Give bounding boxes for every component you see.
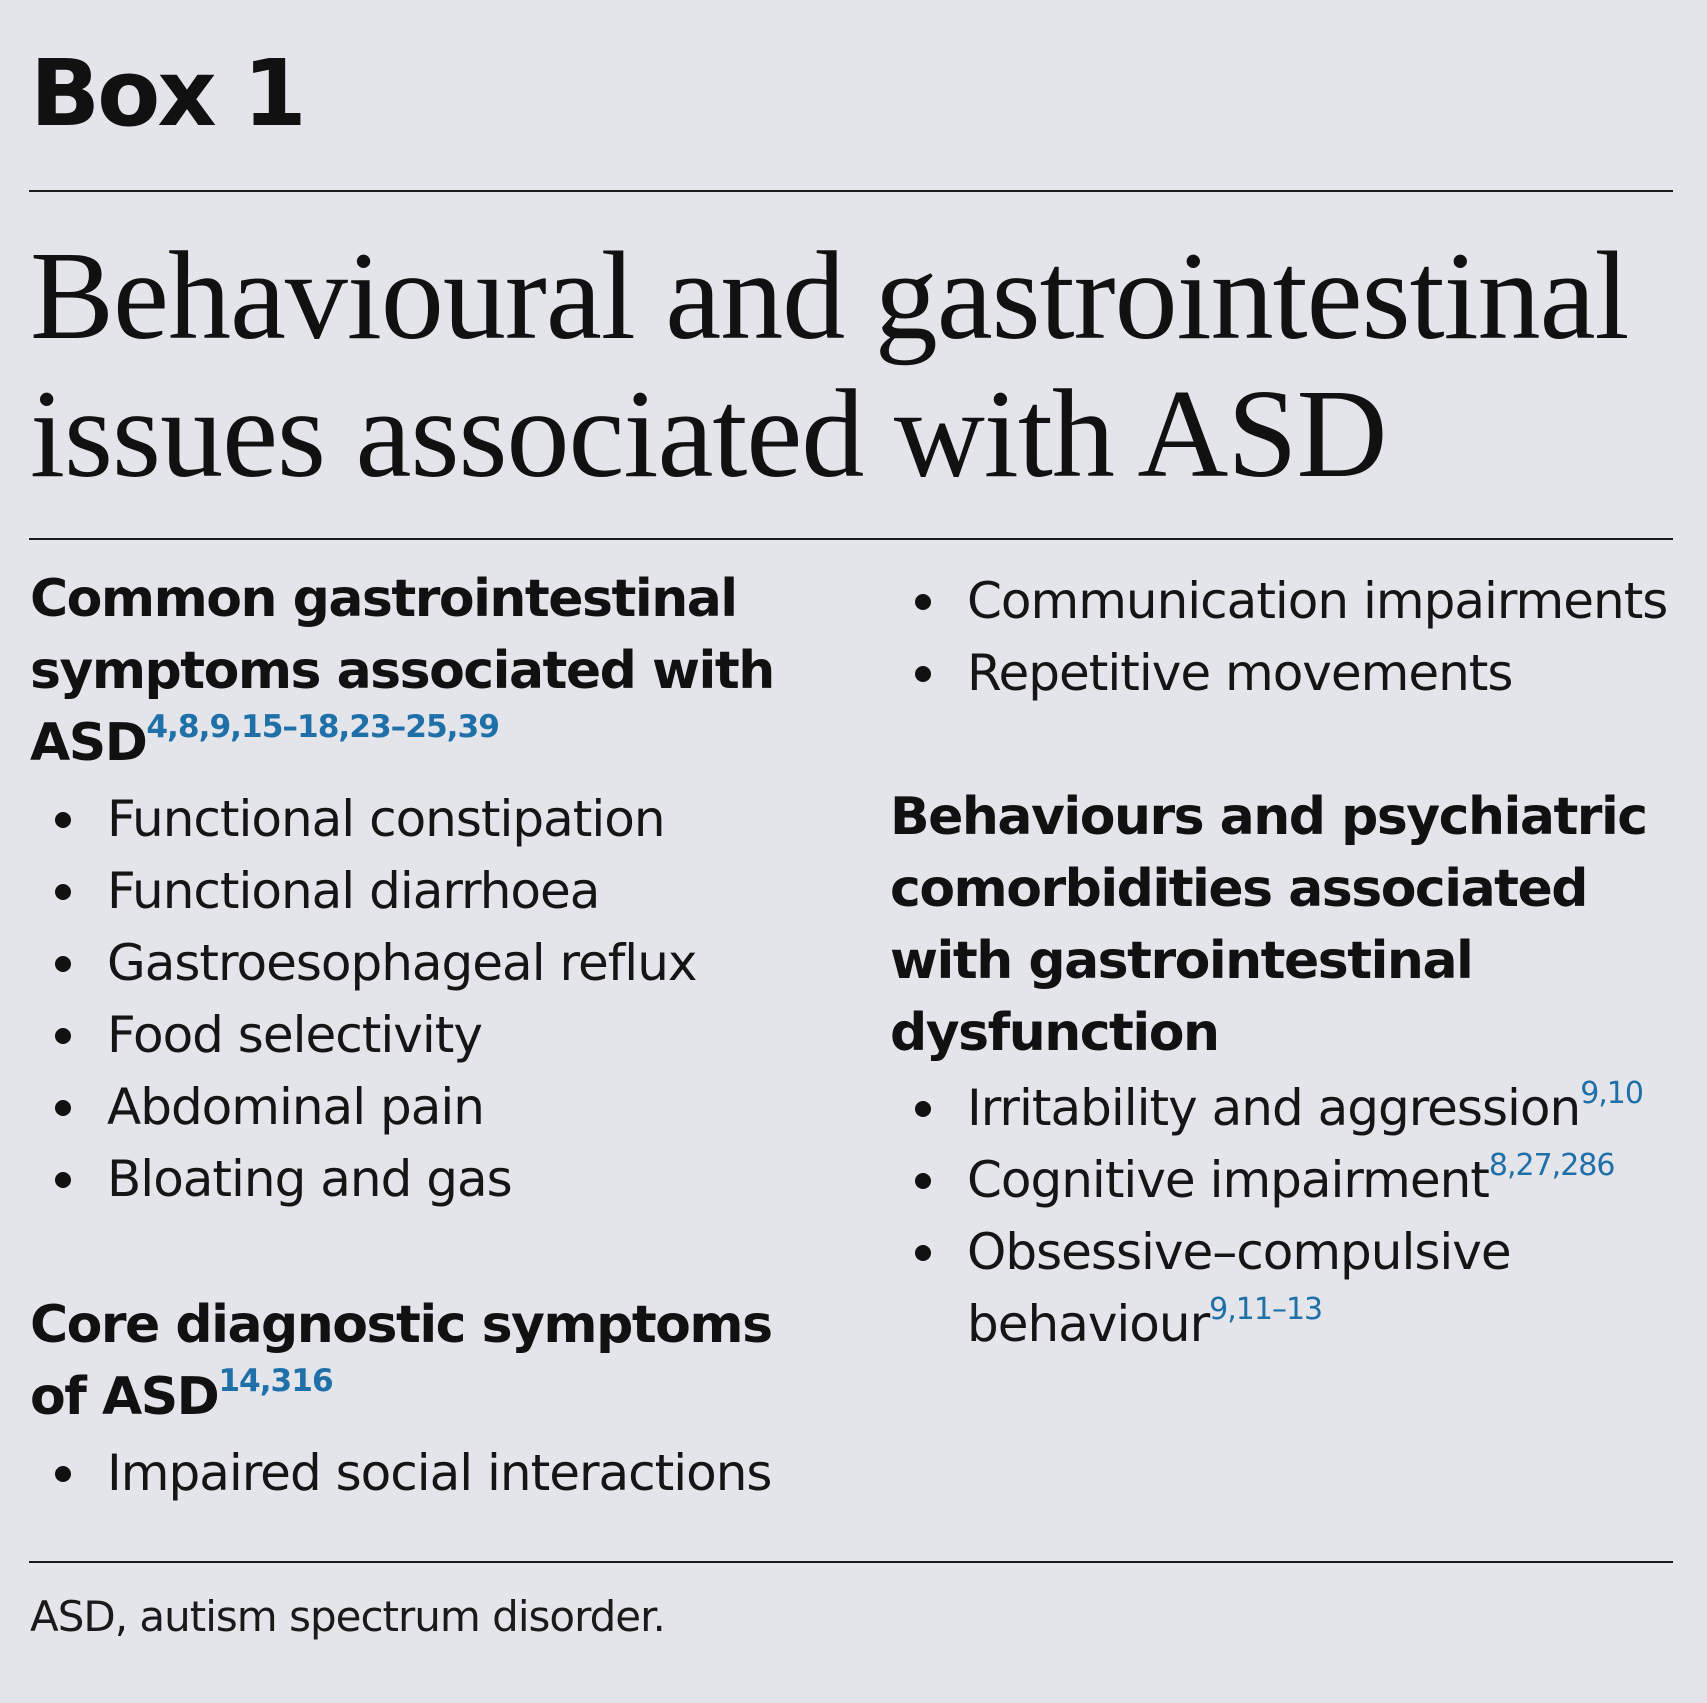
list-item-text: Functional diarrhoea (107, 862, 600, 920)
bullet-icon (55, 1172, 71, 1188)
list-item-text: Bloating and gas (107, 1150, 513, 1208)
list-item-refs: 9,11–13 (1209, 1291, 1323, 1327)
title-divider (29, 538, 1673, 540)
list-item-text: Cognitive impairment (967, 1151, 1490, 1209)
list-item-text: Food selectivity (107, 1006, 483, 1064)
bullet-icon (55, 812, 71, 828)
comorbidities-list: Irritability and aggression9,10 Cognitiv… (890, 1072, 1644, 1360)
list-item: Bloating and gas (30, 1143, 696, 1215)
footer-divider (29, 1561, 1673, 1563)
list-item: Irritability and aggression9,10 (890, 1072, 1644, 1144)
list-item-refs: 9,10 (1580, 1075, 1644, 1111)
bullet-icon (55, 1466, 71, 1482)
footnote: ASD, autism spectrum disorder. (30, 1592, 666, 1641)
core-symptoms-list: Impaired social interactions (30, 1437, 772, 1509)
bullet-icon (915, 1245, 931, 1261)
list-item: Repetitive movements (890, 637, 1667, 709)
gi-symptoms-heading: Common gastrointestinal symptoms associa… (30, 563, 820, 779)
list-item-text: Impaired social interactions (107, 1444, 772, 1502)
comorbidities-heading: Behaviours and psychiatric comorbidities… (890, 787, 1648, 1063)
bullet-icon (55, 884, 71, 900)
bullet-icon (55, 956, 71, 972)
gi-symptoms-heading-refs: 4,8,9,15–18,23–25,39 (146, 708, 500, 745)
list-item: Food selectivity (30, 999, 696, 1071)
list-item-text: Obsessive–compulsive behaviour (967, 1223, 1512, 1353)
core-symptoms-heading: Core diagnostic symptoms of ASD14,316 (30, 1289, 830, 1433)
list-item: Impaired social interactions (30, 1437, 772, 1509)
core-symptoms-heading-refs: 14,316 (218, 1362, 333, 1399)
core-symptoms-heading-text: Core diagnostic symptoms of ASD (30, 1295, 773, 1427)
bullet-icon (915, 1101, 931, 1117)
core-symptoms-list-continued: Communication impairments Repetitive mov… (890, 565, 1668, 709)
bullet-icon (915, 666, 931, 682)
list-item: Functional diarrhoea (30, 855, 696, 927)
list-item: Functional constipation (30, 783, 696, 855)
bullet-icon (915, 1173, 931, 1189)
bullet-icon (55, 1100, 71, 1116)
list-item: Cognitive impairment8,27,286 (890, 1144, 1643, 1216)
list-item: Communication impairments (890, 565, 1668, 637)
bullet-icon (55, 1028, 71, 1044)
list-item: Obsessive–compulsive behaviour9,11–13 (890, 1216, 1587, 1360)
list-item-text: Abdominal pain (107, 1078, 485, 1136)
list-item: Abdominal pain (30, 1071, 696, 1143)
list-item-text: Functional constipation (107, 790, 666, 848)
list-item: Gastroesophageal reflux (30, 927, 697, 999)
list-item-refs: 8,27,286 (1488, 1147, 1616, 1183)
box-label: Box 1 (30, 40, 307, 147)
gi-symptoms-heading-text: Common gastrointestinal symptoms associa… (30, 569, 775, 773)
top-divider (29, 190, 1673, 192)
box-title: Behavioural and gastrointestinal issues … (30, 227, 1630, 504)
gi-symptoms-list: Functional constipation Functional diarr… (30, 783, 697, 1215)
list-item-text: Irritability and aggression (967, 1079, 1581, 1137)
list-item-text: Communication impairments (967, 572, 1668, 630)
list-item-text: Repetitive movements (967, 644, 1513, 702)
bullet-icon (915, 594, 931, 610)
list-item-text: Gastroesophageal reflux (107, 934, 697, 992)
